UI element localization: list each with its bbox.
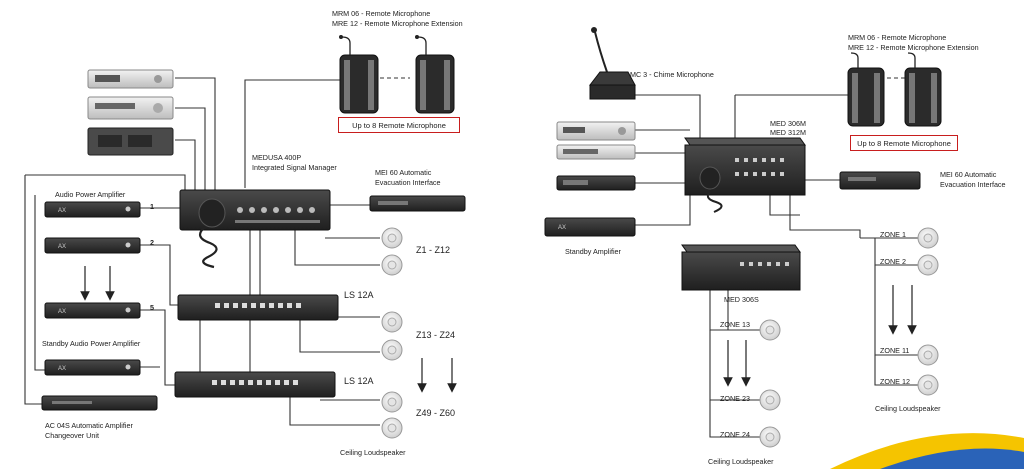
- left-arrows: [80, 266, 457, 393]
- ls-12a-device-b: [174, 371, 336, 398]
- right-up-to-8-remote-box: Up to 8 Remote Microphone: [850, 135, 958, 151]
- right-arrows: [723, 285, 917, 387]
- remote-microphone-left: [339, 35, 379, 114]
- svg-text:AX: AX: [558, 225, 566, 231]
- left-mei-label-1: MEI 60 Automatic: [375, 168, 432, 177]
- right-remote-mic-label-2: MRE 12 - Remote Microphone Extension: [848, 43, 979, 52]
- ls-12a-device-a: [177, 294, 339, 321]
- amplifier-2: AX: [44, 237, 141, 254]
- svg-text:AX: AX: [58, 208, 66, 214]
- remote-microphone-right: [847, 52, 885, 127]
- medusa-label-1: MEDUSA 400P: [252, 153, 302, 162]
- standby-amplifier-left: AX: [44, 359, 141, 376]
- chime-microphone-label: MC 3 - Chime Microphone: [630, 70, 714, 79]
- source-deck-device-right: [556, 175, 636, 191]
- mei-60-device-left: [369, 195, 466, 212]
- med-306m-label: MED 306M: [770, 119, 806, 128]
- source-tuner-device-right: [556, 121, 636, 141]
- source-cassette-device: [87, 127, 174, 156]
- left-up-to-8-remote-box: Up to 8 Remote Microphone: [338, 117, 460, 133]
- zone-12-label: ZONE 12: [880, 377, 910, 386]
- source-tuner-device: [87, 69, 174, 89]
- source-cd-player-device: [87, 96, 174, 120]
- med-312m-label: MED 312M: [770, 128, 806, 137]
- svg-text:AX: AX: [58, 366, 66, 372]
- medusa-label-2: Integrated Signal Manager: [252, 163, 337, 172]
- mid-ceiling-loudspeaker-label: Ceiling Loudspeaker: [708, 457, 774, 466]
- ls-12a-label-b: LS 12A: [344, 376, 374, 386]
- changeover-unit-device: [41, 395, 158, 411]
- standby-amplifier-right: AX: [544, 217, 636, 237]
- amplifier-1: AX: [44, 201, 141, 218]
- svg-text:AX: AX: [58, 309, 66, 315]
- left-remote-mic-label-2: MRE 12 - Remote Microphone Extension: [332, 19, 463, 28]
- remote-microphone-extension-right: [904, 52, 942, 127]
- medusa-400p-device: [179, 189, 331, 269]
- changeover-label-1: AC 04S Automatic Amplifier: [45, 421, 133, 430]
- zone-label-z49-z60: Z49 - Z60: [416, 408, 456, 418]
- ceiling-speakers-right: [759, 227, 939, 448]
- amp-number-5: 5: [150, 303, 154, 312]
- svg-text:AX: AX: [58, 244, 66, 250]
- amp-number-1: 1: [150, 202, 154, 211]
- zone-label-z13-z24: Z13 - Z24: [416, 330, 456, 340]
- audio-power-amp-label: Audio Power Amplifier: [55, 190, 126, 199]
- med-306s-device: [681, 244, 801, 291]
- right-remote-mic-label-1: MRM 06 - Remote Microphone: [848, 33, 947, 42]
- zone-2-label: ZONE 2: [880, 257, 906, 266]
- amp-number-2: 2: [150, 238, 154, 247]
- changeover-label-2: Changeover Unit: [45, 431, 99, 440]
- right-ceiling-loudspeaker-label: Ceiling Loudspeaker: [875, 404, 941, 413]
- left-ceiling-loudspeaker-label: Ceiling Loudspeaker: [340, 448, 406, 457]
- source-cd-device-right: [556, 144, 636, 160]
- zone-label-z1-z12: Z1 - Z12: [416, 245, 451, 255]
- med-306s-label: MED 306S: [724, 295, 759, 304]
- mei-60-device-right: [839, 171, 921, 190]
- left-mei-label-2: Evacuation Interface: [375, 178, 441, 187]
- right-wires: [635, 77, 920, 438]
- zone-13-label: ZONE 13: [720, 320, 750, 329]
- amplifier-5: AX: [44, 302, 141, 319]
- zone-23-label: ZONE 23: [720, 394, 750, 403]
- zone-1-label: ZONE 1: [880, 230, 906, 239]
- med-306m-device: [684, 137, 806, 213]
- left-remote-mic-label-1: MRM 06 - Remote Microphone: [332, 9, 431, 18]
- zone-24-label: ZONE 24: [720, 430, 750, 439]
- ceiling-speakers-left: [381, 227, 403, 439]
- ls-12a-label-a: LS 12A: [344, 290, 374, 300]
- standby-amplifier-label: Standby Amplifier: [565, 247, 621, 256]
- standby-audio-amp-label: Standby Audio Power Amplifier: [42, 339, 141, 348]
- chime-microphone-device: [588, 27, 636, 100]
- remote-microphone-extension-left: [415, 35, 455, 114]
- brand-corner-swoosh: [830, 433, 1024, 469]
- right-mei-label-2: Evacuation Interface: [940, 180, 1006, 189]
- zone-11-label: ZONE 11: [880, 346, 910, 355]
- right-mei-label-1: MEI 60 Automatic: [940, 170, 997, 179]
